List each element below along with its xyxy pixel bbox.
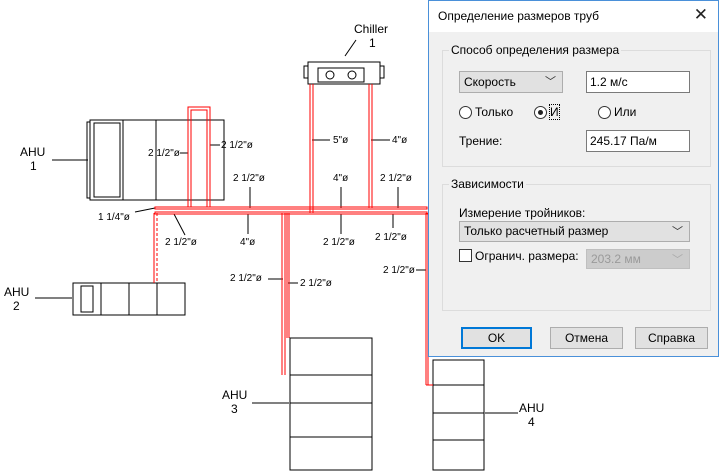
size-limit-label[interactable]: Огранич. размера: <box>475 249 579 263</box>
ahu-2-label: AHU <box>4 285 29 299</box>
radio-only[interactable] <box>459 106 472 119</box>
ahu-3-unit[interactable] <box>252 337 373 471</box>
pipe-size-label: 2 1/2"ø <box>300 278 332 289</box>
pipe-size-label: 2 1/2"ø <box>230 273 262 284</box>
method-select[interactable]: Скорость ﹀ <box>459 71 563 93</box>
tee-sizing-value: Только расчетный размер <box>464 224 609 238</box>
chevron-down-icon: ﹀ <box>545 76 556 88</box>
radio-or-label[interactable]: Или <box>614 105 637 119</box>
friction-label: Трение: <box>459 134 503 148</box>
size-limit-checkbox[interactable] <box>459 249 472 262</box>
method-select-value: Скорость <box>464 75 516 89</box>
ok-button[interactable]: OK <box>461 327 532 349</box>
tee-sizing-label: Измерение тройников: <box>459 206 586 220</box>
ahu-4-label: AHU <box>519 401 544 415</box>
help-button[interactable]: Справка <box>635 327 708 349</box>
ahu-3-number: 3 <box>231 402 238 416</box>
cancel-button[interactable]: Отмена <box>550 327 623 349</box>
pipe-size-label: 2 1/2"ø <box>233 173 265 184</box>
friction-input[interactable]: 245.17 Па/м <box>586 130 690 152</box>
chiller-label: Chiller <box>354 22 388 36</box>
ahu-1-unit[interactable] <box>52 119 225 201</box>
velocity-input[interactable]: 1.2 м/с <box>586 71 690 93</box>
pipe-size-label: 4"ø <box>392 135 407 146</box>
pipe-sizing-dialog: Определение размеров труб ✕ Способ опред… <box>428 0 719 357</box>
pipe-size-label: 2 1/2"ø <box>380 173 412 184</box>
dialog-title: Определение размеров труб <box>438 9 599 23</box>
sizing-method-group: Способ определения размера <box>442 43 711 167</box>
pipe-size-label: 2 1/2"ø <box>165 237 197 248</box>
pipe-size-label: 2 1/2"ø <box>148 148 180 159</box>
pipe-size-label: 5"ø <box>333 135 348 146</box>
pipe-size-label: 4"ø <box>240 237 255 248</box>
ahu-3-label: AHU <box>222 388 247 402</box>
tee-sizing-select[interactable]: Только расчетный размер ﹀ <box>459 221 690 242</box>
ahu-1-number: 1 <box>30 159 37 173</box>
dependencies-group: Зависимости <box>442 177 711 311</box>
close-icon[interactable]: ✕ <box>693 5 708 24</box>
size-limit-value: 203.2 мм <box>591 252 641 266</box>
radio-or[interactable] <box>598 106 611 119</box>
dependencies-legend: Зависимости <box>449 177 526 191</box>
ahu-4-number: 4 <box>528 415 535 429</box>
ahu-2-number: 2 <box>13 299 20 313</box>
pipe-size-label: 2 1/2"ø <box>221 140 253 151</box>
pipe-size-label: 2 1/2"ø <box>375 232 407 243</box>
size-limit-select[interactable]: 203.2 мм ﹀ <box>586 249 690 269</box>
radio-and-label[interactable]: И <box>549 104 560 120</box>
pipe-size-label: 4"ø <box>333 173 348 184</box>
ahu-4-unit[interactable] <box>432 359 518 471</box>
dialog-titlebar[interactable]: Определение размеров труб ✕ <box>429 1 718 32</box>
pipe-size-label: 1 1/4"ø <box>98 212 130 223</box>
chiller-unit[interactable] <box>303 39 385 85</box>
radio-and[interactable] <box>534 106 547 119</box>
chiller-number: 1 <box>369 36 376 50</box>
ahu-2-unit[interactable] <box>35 282 186 316</box>
radio-only-label[interactable]: Только <box>475 105 514 119</box>
ahu-1-label: AHU <box>20 145 45 159</box>
chevron-down-icon: ﹀ <box>672 254 683 266</box>
chevron-down-icon: ﹀ <box>672 226 683 238</box>
sizing-method-legend: Способ определения размера <box>449 43 622 57</box>
pipe-size-label: 2 1/2"ø <box>323 237 355 248</box>
pipe-size-label: 2 1/2"ø <box>383 265 415 276</box>
